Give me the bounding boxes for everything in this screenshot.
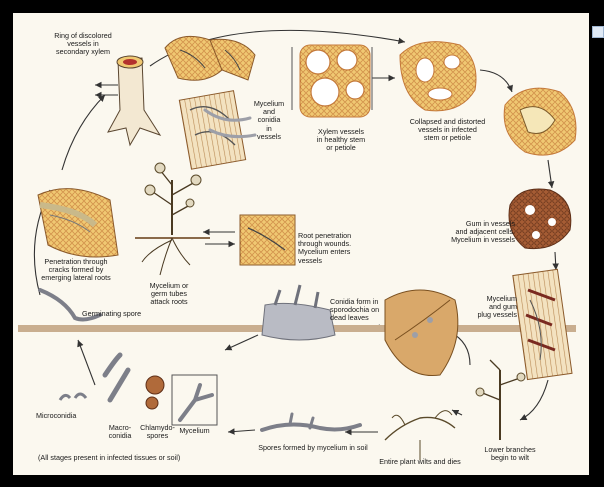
distorted-vessels-illustration <box>504 88 576 155</box>
label-gum-vessels: Gum in vessels and adjacent cells. Mycel… <box>425 220 515 245</box>
label-germinating-spore: Germinating spore <box>82 310 172 318</box>
arrow-gum-to-plug <box>555 252 556 270</box>
arrow-soil-to-stages <box>228 430 255 432</box>
label-plant-wilts: Entire plant wilts and dies <box>365 458 475 466</box>
label-mycelium: Mycelium <box>172 427 217 435</box>
label-spores-soil: Spores formed by mycelium in soil <box>248 444 378 452</box>
sporodochia-illustration <box>262 285 335 340</box>
label-macroconidia: Macro- conidia <box>100 424 140 440</box>
gum-plug-illustration <box>513 269 572 379</box>
arrow-plug-to-lower <box>520 380 548 420</box>
label-root-penetration: Root penetration through wounds. Myceliu… <box>298 232 380 265</box>
label-germ-tubes: Mycelium or germ tubes attack roots <box>138 282 200 307</box>
root-penetration-illustration <box>240 215 295 265</box>
vessels-with-mycelium <box>165 36 255 169</box>
label-all-stages: (All stages present in infected tissues … <box>38 454 238 462</box>
young-plant-illustration <box>135 163 210 275</box>
label-collapsed-vessels: Collapsed and distorted vessels in infec… <box>395 118 500 143</box>
arrow-cracks-to-ring <box>62 95 105 170</box>
label-xylem-healthy: Xylem vessels in healthy stem or petiole <box>300 128 382 153</box>
arrow-sporodochia-to-spore <box>225 335 258 350</box>
label-ring-vessels: Ring of discolored vessels in secondary … <box>43 32 123 57</box>
arrow-lower-to-wilt <box>452 410 462 415</box>
label-penetration-cracks: Penetration through cracks formed by eme… <box>30 258 122 283</box>
arrow-stages-to-germ <box>78 340 95 385</box>
label-sporodochia: Conidia form in sporodochia on dead leav… <box>330 298 410 323</box>
label-lower-branches: Lower branches begin to wilt <box>475 446 545 462</box>
label-microconidia: Microconidia <box>36 412 96 420</box>
lateral-root-cracks <box>38 189 118 257</box>
collapsed-vessels-illustration <box>400 42 476 111</box>
arrow-to-gum <box>548 160 552 188</box>
arrow-collapsed-to-distorted <box>480 70 512 92</box>
label-mycelium-conidia: Mycelium and conidia in vessels <box>250 100 288 141</box>
gum-vessels-illustration <box>509 189 571 249</box>
label-mycelium-gum-plug: Mycelium and gum plug vessels <box>462 295 517 320</box>
wilting-plant-illustration <box>385 411 455 460</box>
stem-ring-illustration <box>108 56 160 145</box>
soil-spores-illustration <box>262 414 360 430</box>
lower-branches-plant <box>476 360 525 440</box>
xylem-healthy-illustration <box>292 45 372 117</box>
